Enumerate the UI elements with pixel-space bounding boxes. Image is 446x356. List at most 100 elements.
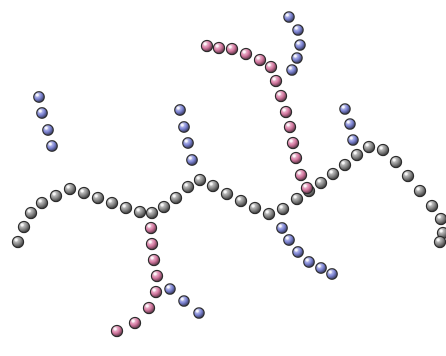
main-backbone-bead-26-highlight <box>329 170 333 174</box>
blue-branch-center-bead-3 <box>182 137 194 149</box>
main-backbone-bead-4-highlight <box>38 199 42 203</box>
blue-branch-left-bead-2 <box>36 107 48 119</box>
main-backbone-bead-10-highlight <box>122 204 126 208</box>
blue-branch-bottom-right-bead-4-highlight <box>305 258 309 262</box>
main-backbone-bead-12 <box>145 206 159 220</box>
pink-branch-lower-bead-2 <box>145 237 159 251</box>
main-backbone <box>11 140 446 249</box>
main-backbone-bead-15-highlight <box>184 183 188 187</box>
main-backbone-bead-32-highlight <box>404 172 408 176</box>
pink-branch-upper-bead-8-highlight <box>277 92 281 96</box>
main-backbone-bead-37 <box>433 235 446 249</box>
blue-branch-left-bead-3-highlight <box>44 126 48 130</box>
main-backbone-bead-30 <box>376 143 390 157</box>
blue-branch-left-bead-3 <box>42 124 54 136</box>
blue-branch-lower-bead-2-highlight <box>180 297 184 301</box>
pink-branch-upper-bead-6-highlight <box>267 63 271 67</box>
pink-branch-upper-bead-6 <box>264 60 278 74</box>
blue-branch-bottom-right-bead-1-highlight <box>278 224 282 228</box>
main-backbone-bead-25-highlight <box>317 179 321 183</box>
pink-branch-lower-bead-8-highlight <box>113 327 117 331</box>
main-backbone-bead-8 <box>91 191 105 205</box>
pink-branch-upper-bead-11 <box>286 136 300 150</box>
blue-branch-left-bead-2-highlight <box>38 109 42 113</box>
pink-branch-upper-bead-5 <box>253 53 267 67</box>
blue-branch-lower-bead-1-highlight <box>166 285 170 289</box>
main-backbone-bead-1-highlight <box>14 238 18 242</box>
blue-branch-upper-bead-4-highlight <box>293 54 297 58</box>
pink-branch-lower-bead-7 <box>128 316 142 330</box>
main-backbone-bead-3-highlight <box>27 209 31 213</box>
pink-branch-upper-bead-14 <box>300 181 314 195</box>
main-backbone-bead-18-highlight <box>223 190 227 194</box>
pink-branch-lower-bead-1-highlight <box>147 224 151 228</box>
pink-branch-upper-bead-12-highlight <box>292 154 296 158</box>
main-backbone-bead-5 <box>49 189 63 203</box>
main-backbone-bead-22-highlight <box>279 205 283 209</box>
blue-branch-right-bead-3 <box>347 134 359 146</box>
pink-branch-upper-bead-10-highlight <box>286 123 290 127</box>
blue-branch-center-bead-1-highlight <box>176 106 180 110</box>
blue-branch-right-bead-2 <box>344 118 356 130</box>
pink-branch-lower <box>110 221 164 338</box>
main-backbone-bead-1 <box>11 235 25 249</box>
blue-branch-upper <box>283 11 306 76</box>
main-backbone-bead-22 <box>276 202 290 216</box>
main-backbone-bead-23-highlight <box>293 195 297 199</box>
main-backbone-bead-30-highlight <box>379 146 383 150</box>
main-backbone-bead-14-highlight <box>172 194 176 198</box>
blue-branch-lower-bead-2 <box>178 295 190 307</box>
blue-branch-bottom-right <box>276 222 338 280</box>
main-backbone-bead-26 <box>326 167 340 181</box>
main-backbone-bead-15 <box>181 180 195 194</box>
main-backbone-bead-27 <box>338 158 352 172</box>
blue-branch-bottom-right-bead-2-highlight <box>285 236 289 240</box>
pink-branch-upper-bead-7 <box>269 74 283 88</box>
main-backbone-bead-6 <box>63 182 77 196</box>
blue-branch-bottom-right-bead-2 <box>283 234 295 246</box>
blue-branch-bottom-right-bead-4 <box>303 256 315 268</box>
pink-branch-upper-bead-13 <box>294 168 308 182</box>
pink-branch-lower-bead-6 <box>142 301 156 315</box>
pink-branch-upper-bead-12 <box>289 151 303 165</box>
pink-branch-lower-bead-8 <box>110 324 124 338</box>
blue-branch-right-bead-1 <box>339 103 351 115</box>
pink-branch-lower-bead-3 <box>147 253 161 267</box>
main-backbone-bead-16-highlight <box>196 176 200 180</box>
pink-branch-upper-bead-2 <box>212 41 226 55</box>
pink-branch-upper-bead-4 <box>239 47 253 61</box>
pink-branch-upper-bead-11-highlight <box>289 139 293 143</box>
main-backbone-bead-9 <box>105 196 119 210</box>
blue-branch-center-bead-2-highlight <box>180 123 184 127</box>
blue-branch-upper-bead-1-highlight <box>285 13 289 17</box>
main-backbone-bead-21-highlight <box>265 210 269 214</box>
main-backbone-bead-7-highlight <box>80 189 84 193</box>
pink-branch-upper-bead-1-highlight <box>203 42 207 46</box>
main-backbone-bead-23 <box>290 192 304 206</box>
pink-branch-upper-bead-1 <box>200 39 214 53</box>
main-backbone-bead-25 <box>314 176 328 190</box>
main-backbone-bead-20-highlight <box>251 204 255 208</box>
blue-branch-upper-bead-3-highlight <box>296 41 300 45</box>
pink-branch-lower-bead-2-highlight <box>148 240 152 244</box>
blue-branch-lower-bead-3-highlight <box>195 309 199 313</box>
blue-branch-center-bead-4-highlight <box>188 156 192 160</box>
pink-branch-lower-bead-4-highlight <box>153 272 157 276</box>
blue-branch-upper-bead-2-highlight <box>294 26 298 30</box>
pink-branch-upper-bead-7-highlight <box>272 77 276 81</box>
pink-branch-lower-bead-7-highlight <box>131 319 135 323</box>
pink-branch-lower-bead-5-highlight <box>152 288 156 292</box>
main-backbone-bead-21 <box>262 207 276 221</box>
main-backbone-bead-36-highlight <box>439 229 443 233</box>
blue-branch-left-bead-1 <box>33 91 45 103</box>
pink-branch-upper-bead-14-highlight <box>303 184 307 188</box>
blue-branch-right-bead-1-highlight <box>341 105 345 109</box>
pink-branch-upper-bead-9-highlight <box>282 108 286 112</box>
main-backbone-bead-35 <box>434 212 446 226</box>
main-backbone-bead-34 <box>425 199 439 213</box>
main-backbone-bead-10 <box>119 201 133 215</box>
main-backbone-bead-34-highlight <box>428 202 432 206</box>
blue-branch-bottom-right-bead-5 <box>315 262 327 274</box>
main-backbone-bead-33-highlight <box>416 187 420 191</box>
